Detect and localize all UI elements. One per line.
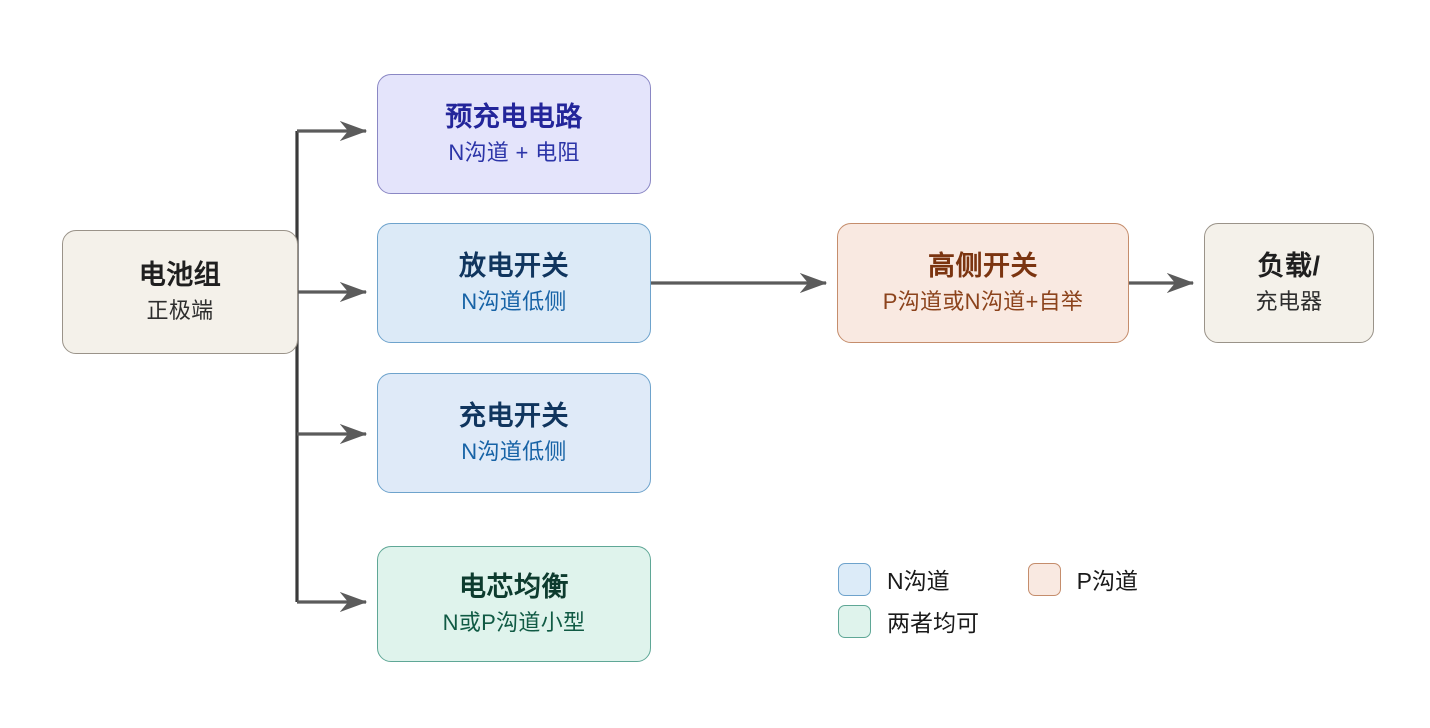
node-title: 充电开关: [459, 400, 569, 431]
legend-label-either: 两者均可: [887, 610, 979, 636]
node-title: 负载/: [1257, 250, 1321, 281]
node-discharge-switch[interactable]: 放电开关 N沟道低侧: [377, 223, 651, 343]
node-subtitle: 充电器: [1255, 289, 1323, 315]
legend-entry-either: 两者均可: [838, 604, 979, 638]
legend-entry-p-channel: P沟道: [1027, 562, 1138, 596]
node-load-charger[interactable]: 负载/ 充电器: [1204, 223, 1374, 343]
node-title: 高侧开关: [928, 250, 1038, 281]
legend-entry-n-channel: N沟道: [838, 562, 950, 596]
node-subtitle: 正极端: [146, 298, 214, 324]
node-subtitle: N沟道低侧: [461, 439, 567, 465]
node-title: 电芯均衡: [459, 571, 569, 602]
node-high-side-switch[interactable]: 高侧开关 P沟道或N沟道+自举: [837, 223, 1129, 343]
legend: N沟道 P沟道 两者均可: [838, 558, 1238, 642]
node-subtitle: N沟道低侧: [461, 289, 567, 315]
node-precharge-circuit[interactable]: 预充电电路 N沟道 + 电阻: [377, 74, 651, 194]
node-cell-balancing[interactable]: 电芯均衡 N或P沟道小型: [377, 546, 651, 662]
node-title: 放电开关: [459, 250, 569, 281]
node-subtitle: N或P沟道小型: [442, 610, 586, 636]
node-charge-switch[interactable]: 充电开关 N沟道低侧: [377, 373, 651, 493]
legend-swatch-n-channel: [838, 562, 871, 596]
node-subtitle: P沟道或N沟道+自举: [882, 289, 1084, 315]
node-subtitle: N沟道 + 电阻: [448, 140, 580, 166]
legend-row: N沟道 P沟道: [838, 558, 1238, 600]
node-title: 预充电电路: [445, 101, 583, 132]
legend-label-p-channel: P沟道: [1076, 568, 1138, 594]
node-battery-pack[interactable]: 电池组 正极端: [62, 230, 298, 354]
legend-swatch-p-channel: [1027, 562, 1061, 596]
legend-swatch-either: [838, 604, 871, 638]
legend-row: 两者均可: [838, 600, 1238, 642]
legend-label-n-channel: N沟道: [887, 568, 950, 594]
node-title: 电池组: [138, 259, 222, 290]
